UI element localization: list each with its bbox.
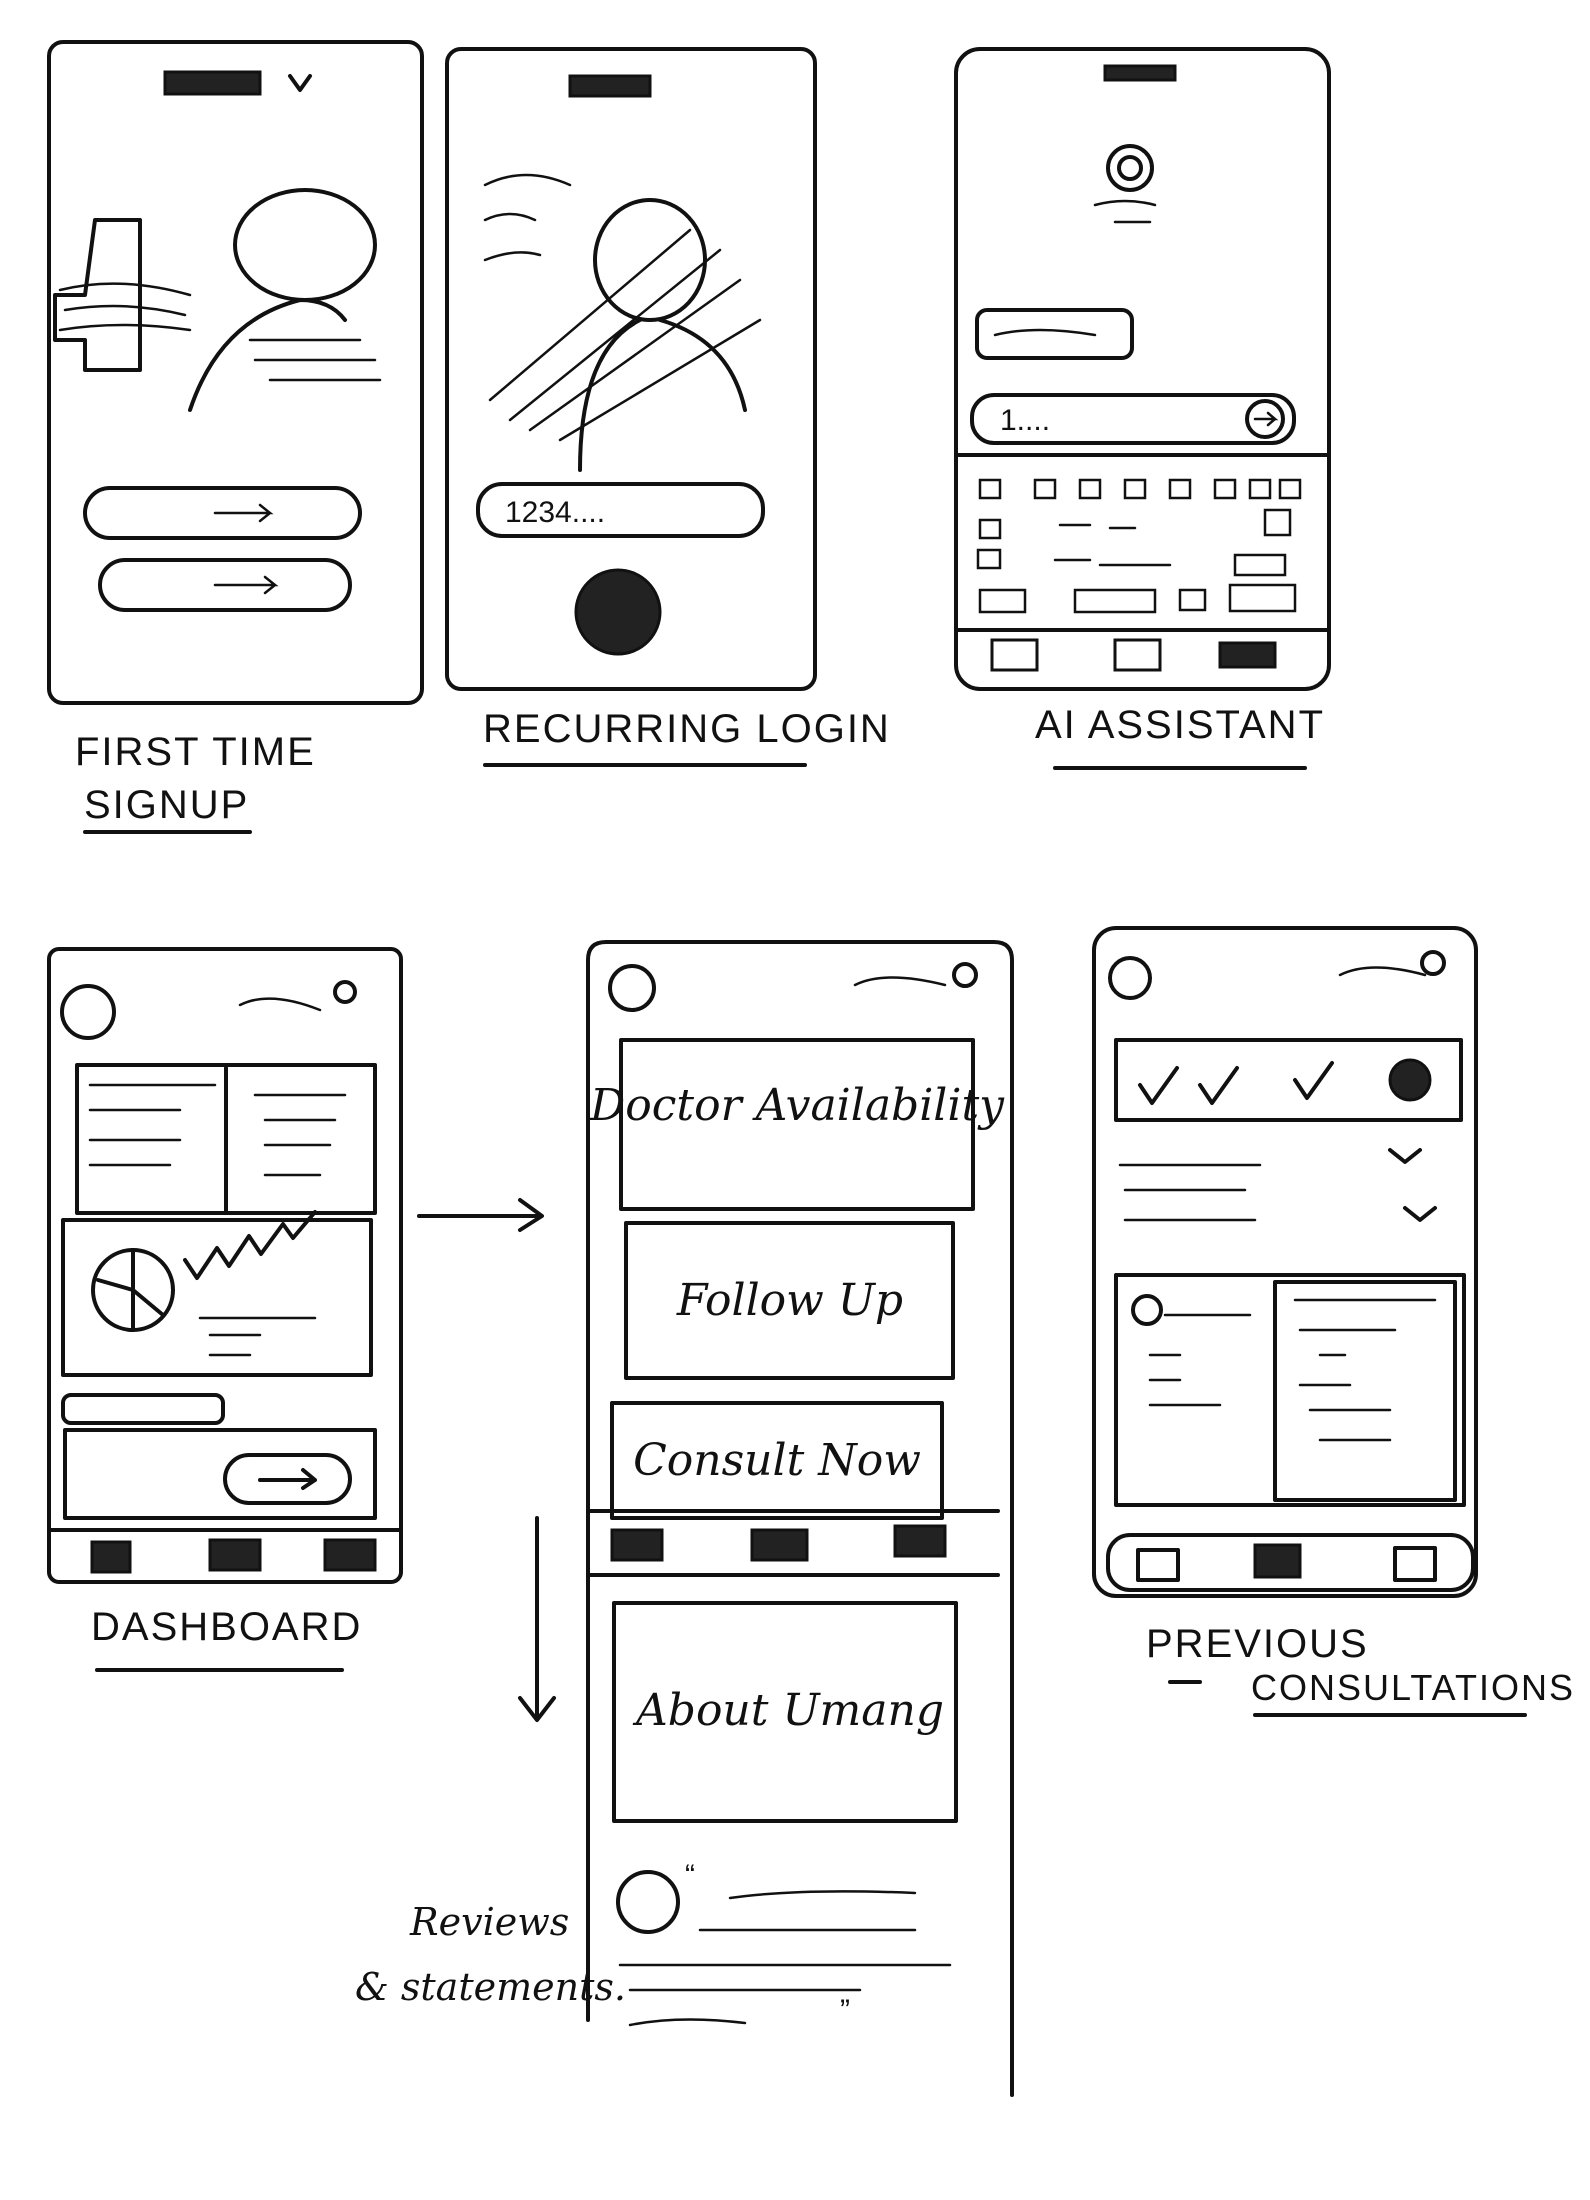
nav-icon-3[interactable] bbox=[1218, 641, 1277, 669]
chevron-down-icon[interactable] bbox=[1388, 1148, 1437, 1222]
screen-label: DASHBOARD bbox=[91, 1605, 362, 1649]
flow-arrow-down bbox=[518, 1516, 556, 1722]
nav-icon-2[interactable] bbox=[1253, 1543, 1302, 1579]
pin-field-value: 1234.... bbox=[505, 496, 605, 529]
go-arrow-button[interactable] bbox=[223, 1453, 352, 1505]
nav-icon-3[interactable] bbox=[1393, 1546, 1437, 1582]
doctor-avatar-icon bbox=[1131, 1294, 1163, 1326]
screen-home: Doctor Availability Follow Up Consult No… bbox=[355, 940, 1014, 2097]
message-input-value: 1.... bbox=[1000, 404, 1050, 437]
nav-icon-2[interactable] bbox=[750, 1528, 809, 1562]
screen-dashboard: DASHBOARD bbox=[47, 947, 403, 1672]
nav-icon-2[interactable] bbox=[1113, 638, 1162, 672]
person-illustration bbox=[593, 198, 707, 322]
card-label: Follow Up bbox=[676, 1275, 903, 1326]
location-pin-icon[interactable] bbox=[952, 962, 978, 988]
screen-label: AI ASSISTANT bbox=[1035, 703, 1325, 747]
keyboard[interactable] bbox=[954, 453, 1331, 632]
illustration-shapes bbox=[53, 218, 142, 372]
nav-icon-2[interactable] bbox=[208, 1538, 262, 1572]
signup-button-1[interactable] bbox=[83, 486, 362, 540]
profile-avatar-icon[interactable] bbox=[1108, 956, 1152, 1000]
nav-icon-1[interactable] bbox=[1136, 1548, 1180, 1582]
person-head-illustration bbox=[233, 188, 377, 302]
nav-icon-1[interactable] bbox=[90, 1540, 132, 1574]
notch-icon bbox=[568, 74, 652, 98]
notch-icon bbox=[163, 70, 262, 96]
stats-card bbox=[61, 1218, 373, 1377]
location-pin-icon[interactable] bbox=[1420, 950, 1446, 976]
screen-label: FIRST TIME bbox=[75, 730, 316, 774]
dashboard-input-box[interactable] bbox=[63, 1428, 377, 1520]
nav-icon-3[interactable] bbox=[323, 1538, 377, 1572]
assistant-avatar-icon bbox=[1106, 144, 1154, 192]
nav-icon-3[interactable] bbox=[893, 1524, 947, 1558]
screen-ai-assistant: 1.... AI ASSISTANT bbox=[954, 47, 1331, 770]
follow-up-card[interactable] bbox=[624, 1221, 955, 1380]
doctor-availability-card[interactable] bbox=[619, 1038, 975, 1211]
nav-icon-1[interactable] bbox=[610, 1528, 664, 1562]
chat-bubble bbox=[975, 308, 1134, 360]
pin-field[interactable] bbox=[476, 482, 765, 538]
screen-previous-consultations: PREVIOUS CONSULTATIONS bbox=[1092, 926, 1575, 1717]
card-label: Consult Now bbox=[633, 1435, 921, 1486]
annotation-text: & statements. bbox=[355, 1965, 626, 2009]
keyboard-keys bbox=[976, 478, 1302, 614]
flow-arrow-right bbox=[417, 1198, 544, 1232]
pending-step-icon bbox=[1388, 1058, 1432, 1102]
screen-label: PREVIOUS bbox=[1146, 1622, 1369, 1666]
about-umang-card[interactable] bbox=[612, 1601, 958, 1823]
consultation-detail-card bbox=[1114, 1273, 1466, 1507]
signup-button-2[interactable] bbox=[98, 558, 352, 612]
card-label: About Umang bbox=[632, 1685, 944, 1736]
reviewer-avatar-icon bbox=[616, 1870, 680, 1934]
nav-icon-1[interactable] bbox=[990, 638, 1039, 672]
dashboard-field[interactable] bbox=[61, 1393, 225, 1425]
quote-open-icon: “ bbox=[685, 1859, 695, 1892]
progress-steps-card bbox=[1114, 1038, 1463, 1122]
send-arrow-icon[interactable] bbox=[1245, 399, 1285, 439]
screen-label: RECURRING LOGIN bbox=[483, 707, 891, 751]
screen-first-time-signup: FIRST TIME SIGNUP bbox=[47, 40, 424, 834]
profile-avatar-icon[interactable] bbox=[60, 984, 116, 1040]
notch-icon bbox=[1103, 64, 1177, 82]
profile-avatar-icon[interactable] bbox=[608, 964, 656, 1012]
message-input[interactable] bbox=[970, 393, 1296, 445]
screen-recurring-login: 1234.... RECURRING LOGIN bbox=[445, 47, 891, 767]
fingerprint-icon[interactable] bbox=[574, 568, 662, 656]
screen-label: SIGNUP bbox=[84, 783, 249, 827]
card-label: Doctor Availability bbox=[589, 1080, 1005, 1131]
quote-close-icon: ” bbox=[840, 1994, 850, 2027]
screen-label: CONSULTATIONS bbox=[1251, 1667, 1575, 1708]
consult-now-card[interactable] bbox=[610, 1401, 944, 1520]
annotation-text: Reviews bbox=[409, 1900, 569, 1944]
location-pin-icon[interactable] bbox=[333, 980, 357, 1004]
